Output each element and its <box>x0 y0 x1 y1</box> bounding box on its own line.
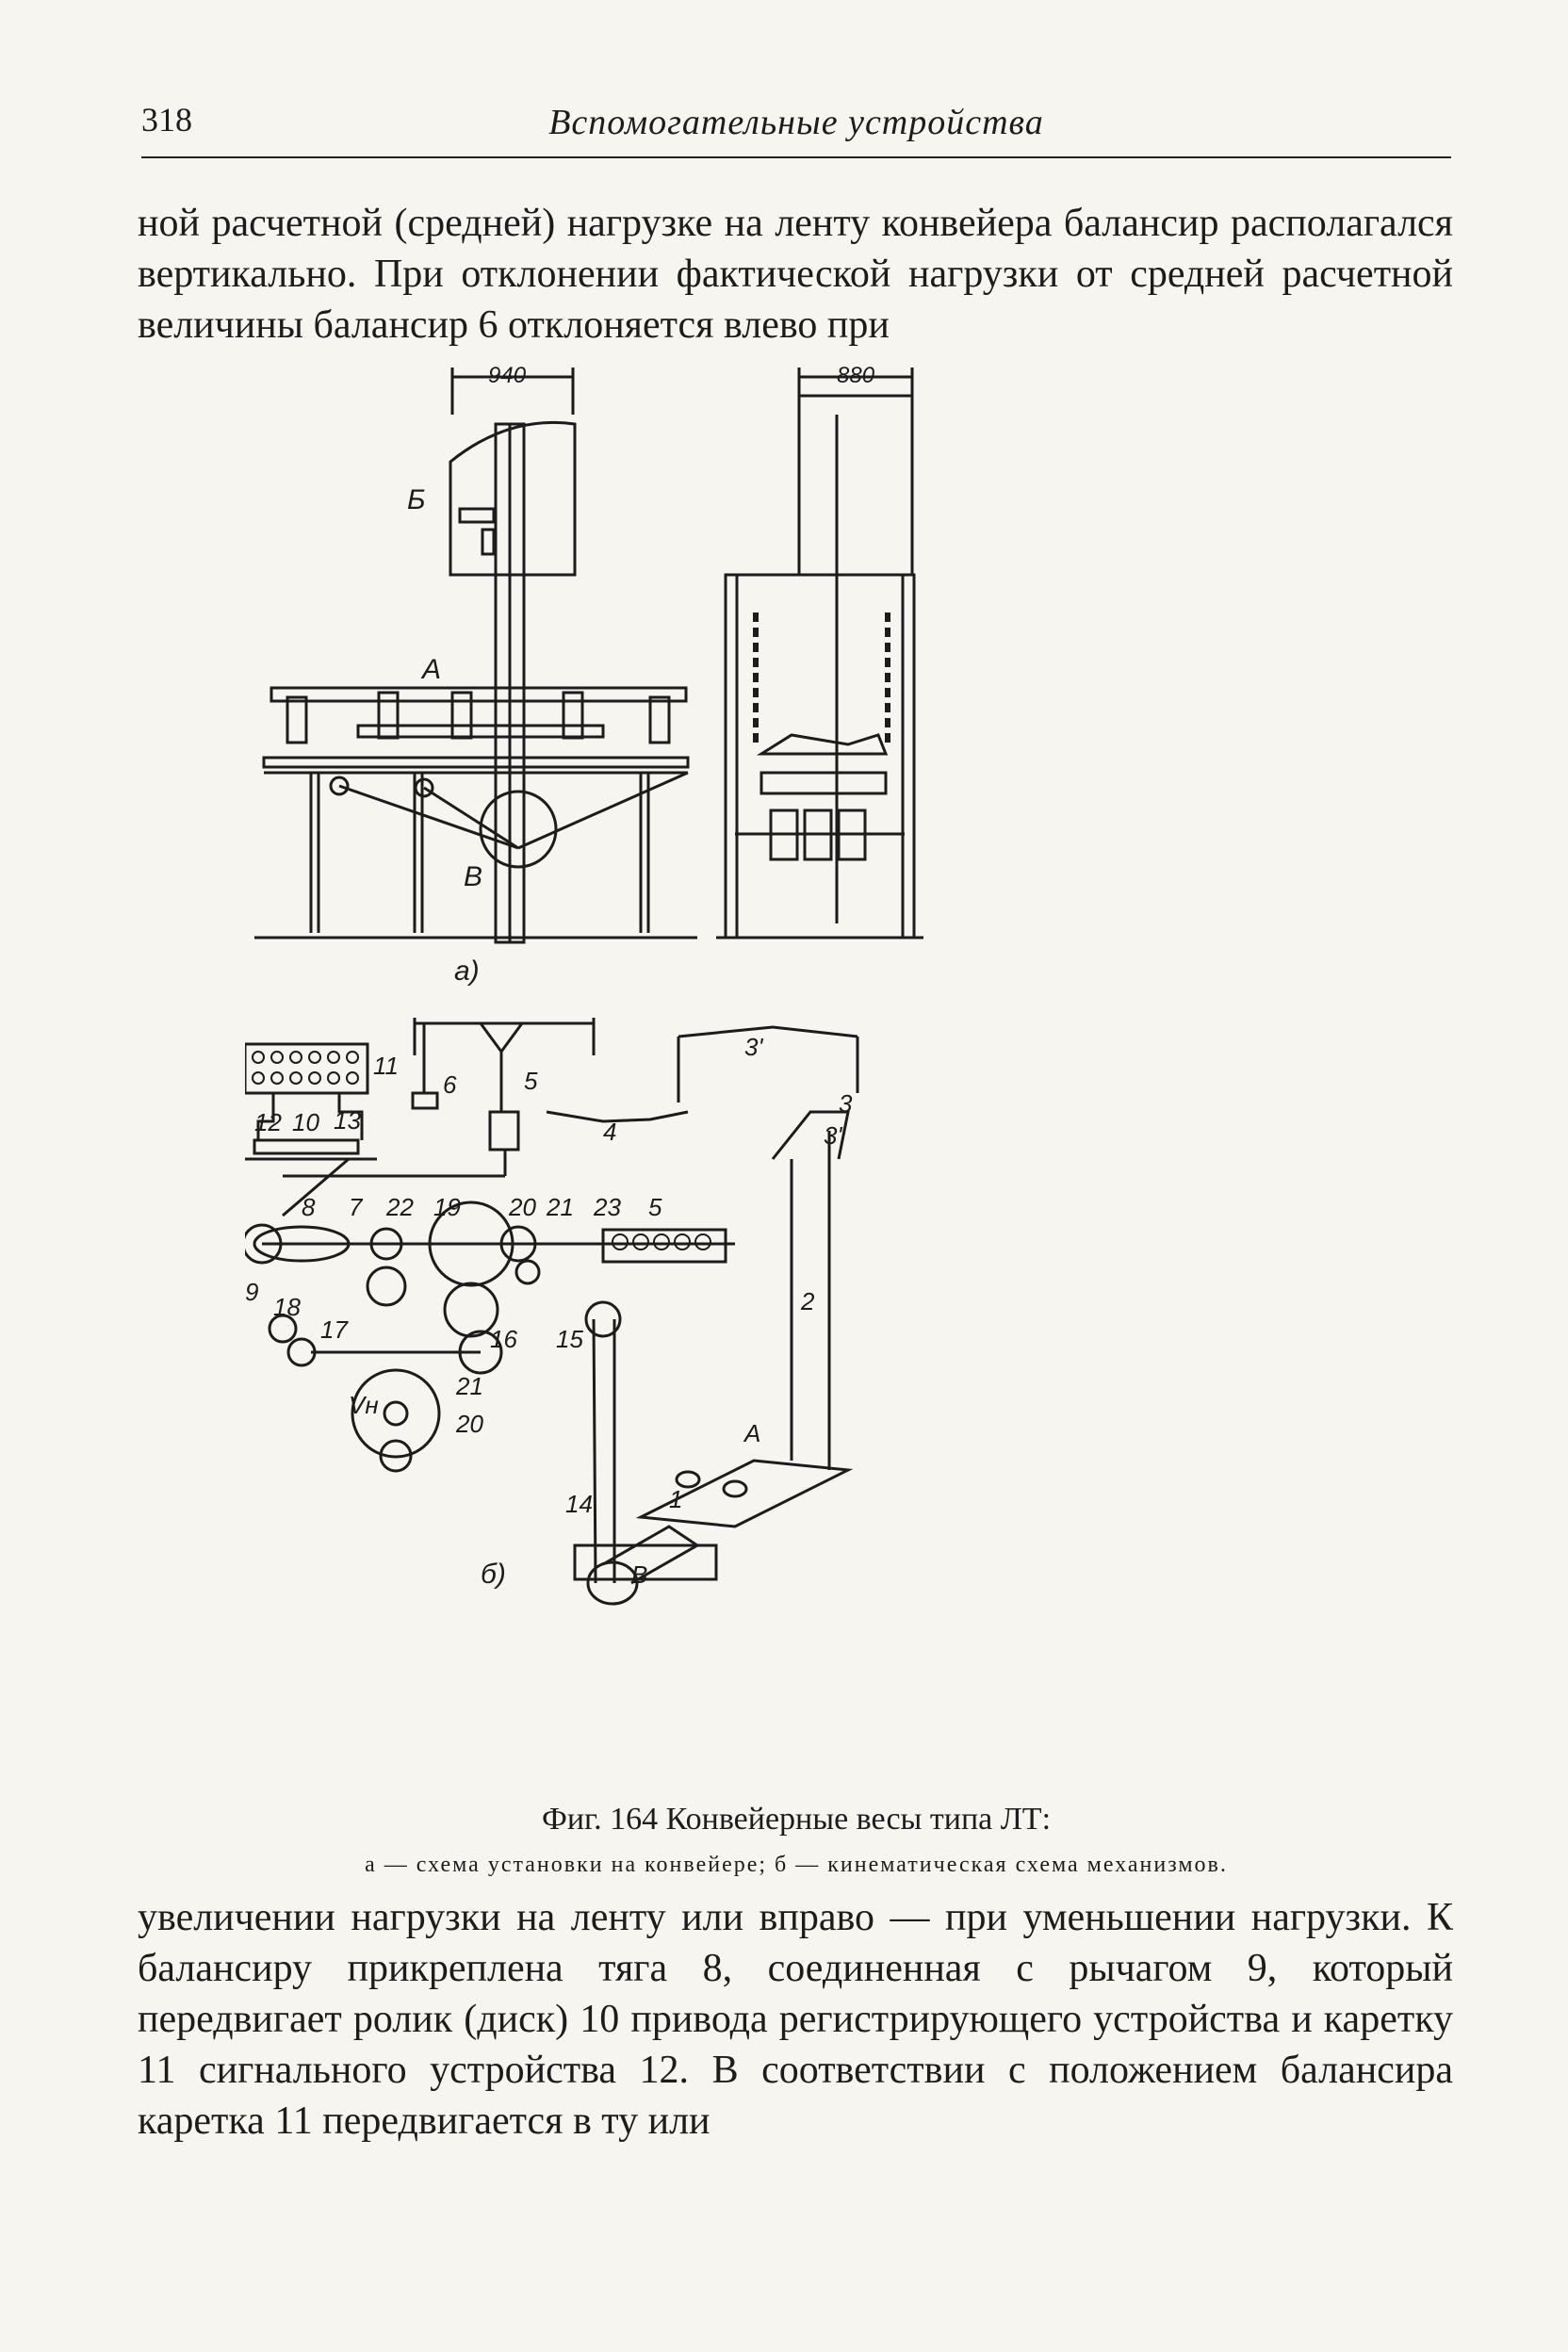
num-5: 4 <box>603 1118 616 1146</box>
num-20: 19 <box>433 1193 461 1221</box>
num-11: 10 <box>292 1108 319 1136</box>
paragraph-top: ной расчетной (средней) нагрузке на лент… <box>138 202 1453 347</box>
num-9: 8 <box>302 1193 316 1221</box>
figure-part-a: 940 880 Б А В а) <box>254 363 923 987</box>
num-22-top: 21 <box>546 1193 574 1221</box>
figure-part-b-label: б) <box>481 1559 506 1590</box>
num-3-prime: 3' <box>824 1121 842 1150</box>
num-14: 13 <box>334 1106 361 1135</box>
num-18: 17 <box>320 1315 349 1344</box>
num-17: 16 <box>490 1325 517 1353</box>
label-a-conveyor: А <box>420 654 441 685</box>
num-v-roll: В <box>631 1560 647 1589</box>
num-vh: Vн <box>349 1391 379 1419</box>
dim-880-label: 880 <box>837 363 875 388</box>
dim-940-label: 940 <box>488 363 527 388</box>
figure-part-a-label: а) <box>454 956 480 987</box>
figure-caption-legend: а — схема установки на конвейере; б — ки… <box>365 1853 1228 1877</box>
figure-caption-title: Фиг. 164 Конвейерные весы типа ЛТ: <box>541 1802 1052 1837</box>
num-23: 22 <box>385 1193 414 1221</box>
label-b-cabinet: Б <box>407 484 426 515</box>
num-7: 6 <box>443 1070 457 1099</box>
num-4: 3' <box>744 1033 763 1061</box>
num-16: 15 <box>556 1325 583 1353</box>
num-8: 7 <box>349 1193 364 1221</box>
num-10: 9 <box>245 1278 258 1306</box>
num-21-top: 20 <box>508 1193 536 1221</box>
num-12: 11 <box>373 1052 399 1080</box>
num-22-bottom: 21 <box>455 1372 483 1400</box>
num-21-bottom: 20 <box>455 1410 483 1438</box>
page-number: 318 <box>141 101 192 139</box>
num-13: 12 <box>254 1108 282 1136</box>
running-title: Вспомогательные устройства <box>548 103 1044 142</box>
paragraph-bottom: увеличении нагрузки на ленту или вправо … <box>138 1896 1453 2143</box>
num-3: 3 <box>839 1089 853 1118</box>
num-6-counter: 5 <box>648 1193 662 1221</box>
num-6-beam: 5 <box>524 1067 538 1095</box>
num-a-belt: А <box>743 1419 760 1447</box>
num-2: 2 <box>800 1287 815 1315</box>
num-1: 1 <box>669 1485 682 1513</box>
num-19: 18 <box>273 1293 301 1321</box>
num-15: 14 <box>565 1490 593 1518</box>
running-head: 318 Вспомогательные устройства <box>141 94 1451 158</box>
num-24: 23 <box>593 1193 621 1221</box>
figure-164: 940 880 Б А В а) <box>245 358 1338 1781</box>
figure-part-b: 11 12 10 13 6 5 3' 4 3 3' 8 7 22 19 20 2… <box>245 1018 859 1606</box>
label-v-drum: В <box>464 861 482 892</box>
